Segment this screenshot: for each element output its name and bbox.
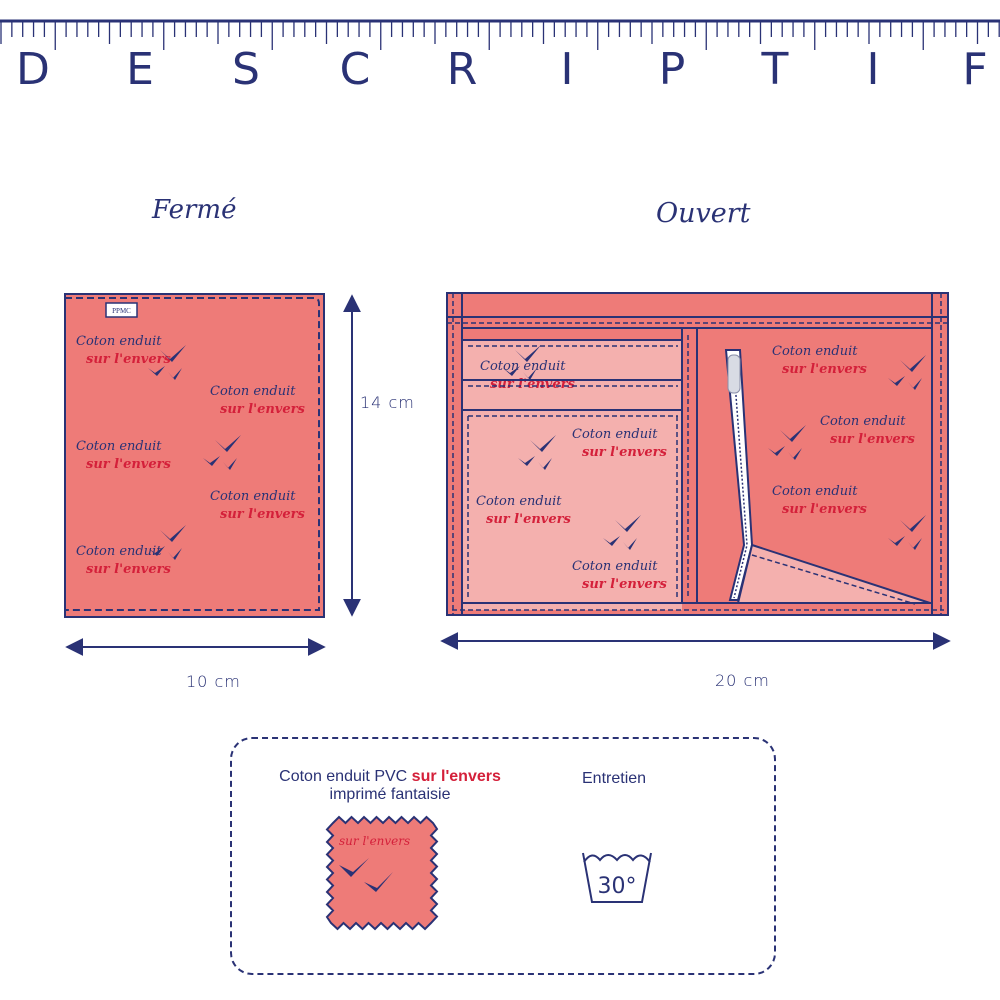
- pattern-text: sur l'envers: [782, 502, 867, 517]
- fabric-swatch-icon: sur l'envers: [325, 815, 439, 931]
- brand-tag: [105, 302, 138, 318]
- bird-motif-icon: [768, 425, 806, 460]
- legend-box: [230, 737, 776, 975]
- pattern-text: sur l'envers: [86, 562, 171, 577]
- pattern-text: Coton enduit: [772, 344, 858, 359]
- pattern-text: Coton enduit: [572, 427, 658, 442]
- wash-temperature: 30°: [598, 874, 637, 899]
- material-text-line2: imprimé fantaisie: [329, 786, 451, 803]
- bird-motif-icon: [148, 345, 186, 380]
- pattern-text: sur l'envers: [86, 352, 171, 367]
- bird-motif-icon: [888, 515, 926, 550]
- title-letter: S: [232, 44, 260, 95]
- pattern-text: Coton enduit: [820, 414, 906, 429]
- pattern-text: Coton enduit: [76, 334, 162, 349]
- title-letter: I: [866, 44, 880, 95]
- bird-motif-icon: [148, 525, 186, 560]
- closed-view-label: Fermé: [152, 195, 237, 225]
- pattern-text: sur l'envers: [220, 507, 305, 522]
- material-description: Coton enduit PVC sur l'envers imprimé fa…: [250, 768, 530, 804]
- pattern-text: Coton enduit: [572, 559, 658, 574]
- pattern-text: Coton enduit: [76, 439, 162, 454]
- pattern-text: Coton enduit: [476, 494, 562, 509]
- pattern-text: Coton enduit: [210, 489, 296, 504]
- title-letter: R: [446, 44, 478, 95]
- bird-motif-icon: [603, 515, 641, 550]
- pattern-text: Coton enduit: [76, 544, 162, 559]
- pattern-text: sur l'envers: [86, 457, 171, 472]
- title-letter: C: [339, 44, 371, 95]
- bird-motif-icon: [339, 858, 393, 892]
- material-text: Coton enduit PVC: [279, 768, 408, 785]
- title-letter: F: [962, 44, 988, 95]
- pattern-text: Coton enduit: [480, 359, 566, 374]
- pattern-text: sur l'envers: [782, 362, 867, 377]
- pattern-text: sur l'envers: [830, 432, 915, 447]
- open-view-label: Ouvert: [656, 198, 751, 229]
- pattern-text: sur l'envers: [486, 512, 571, 527]
- open-width-dimension: 20 cm: [715, 671, 770, 690]
- pattern-text: Coton enduit: [210, 384, 296, 399]
- title-letter: D: [16, 44, 50, 95]
- bird-motif-icon: [888, 355, 926, 390]
- bird-motif-icon: [503, 345, 541, 380]
- material-highlight: sur l'envers: [411, 768, 501, 785]
- closed-width-dimension: 10 cm: [186, 672, 241, 691]
- title-letter: I: [560, 44, 574, 95]
- card-pockets: [462, 340, 682, 610]
- title-letter: T: [761, 44, 789, 95]
- pattern-text: sur l'envers: [582, 445, 667, 460]
- pattern-text: sur l'envers: [582, 577, 667, 592]
- swatch-pattern-text: sur l'envers: [339, 834, 410, 848]
- pattern-text: sur l'envers: [220, 402, 305, 417]
- bird-motif-icon: [203, 435, 241, 470]
- pattern-text: Coton enduit: [772, 484, 858, 499]
- wash-30-icon: 30°: [582, 852, 652, 903]
- inner-flap: [736, 543, 931, 604]
- ruler: [0, 19, 1000, 50]
- bird-motif-icon: [518, 435, 556, 470]
- care-title: Entretien: [582, 770, 647, 787]
- zipper-pull-icon: [727, 354, 741, 394]
- title-letter: P: [658, 44, 686, 95]
- title-letter: E: [126, 44, 154, 95]
- height-dimension: 14 cm: [360, 393, 415, 412]
- brand-tag-text: PPMC: [112, 307, 131, 315]
